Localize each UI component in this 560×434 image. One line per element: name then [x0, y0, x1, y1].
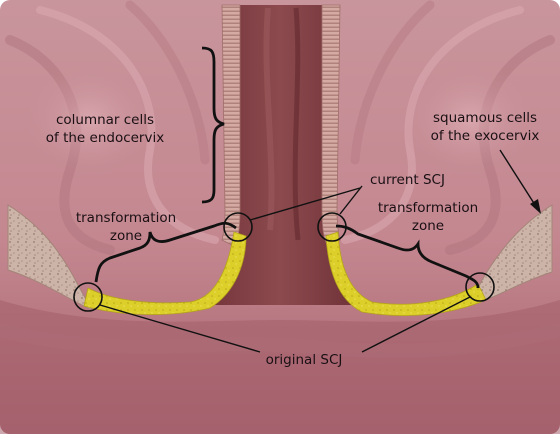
columnar-label-line1: columnar cells [56, 112, 154, 128]
current-scj-label: current SCJ [370, 172, 445, 188]
tz-left-label-line2: zone [110, 228, 142, 244]
tz-left-label-line1: transformation [76, 210, 176, 226]
squamous-label-line1: squamous cells [433, 110, 537, 126]
original-scj-label: original SCJ [266, 352, 343, 368]
columnar-epithelium-right [322, 5, 340, 246]
tz-right-label-line2: zone [412, 218, 444, 234]
columnar-label-line2: of the endocervix [46, 130, 164, 146]
tz-right-label-line1: transformation [378, 200, 478, 216]
columnar-epithelium-left [222, 5, 240, 246]
squamous-label-line2: of the exocervix [431, 128, 540, 144]
